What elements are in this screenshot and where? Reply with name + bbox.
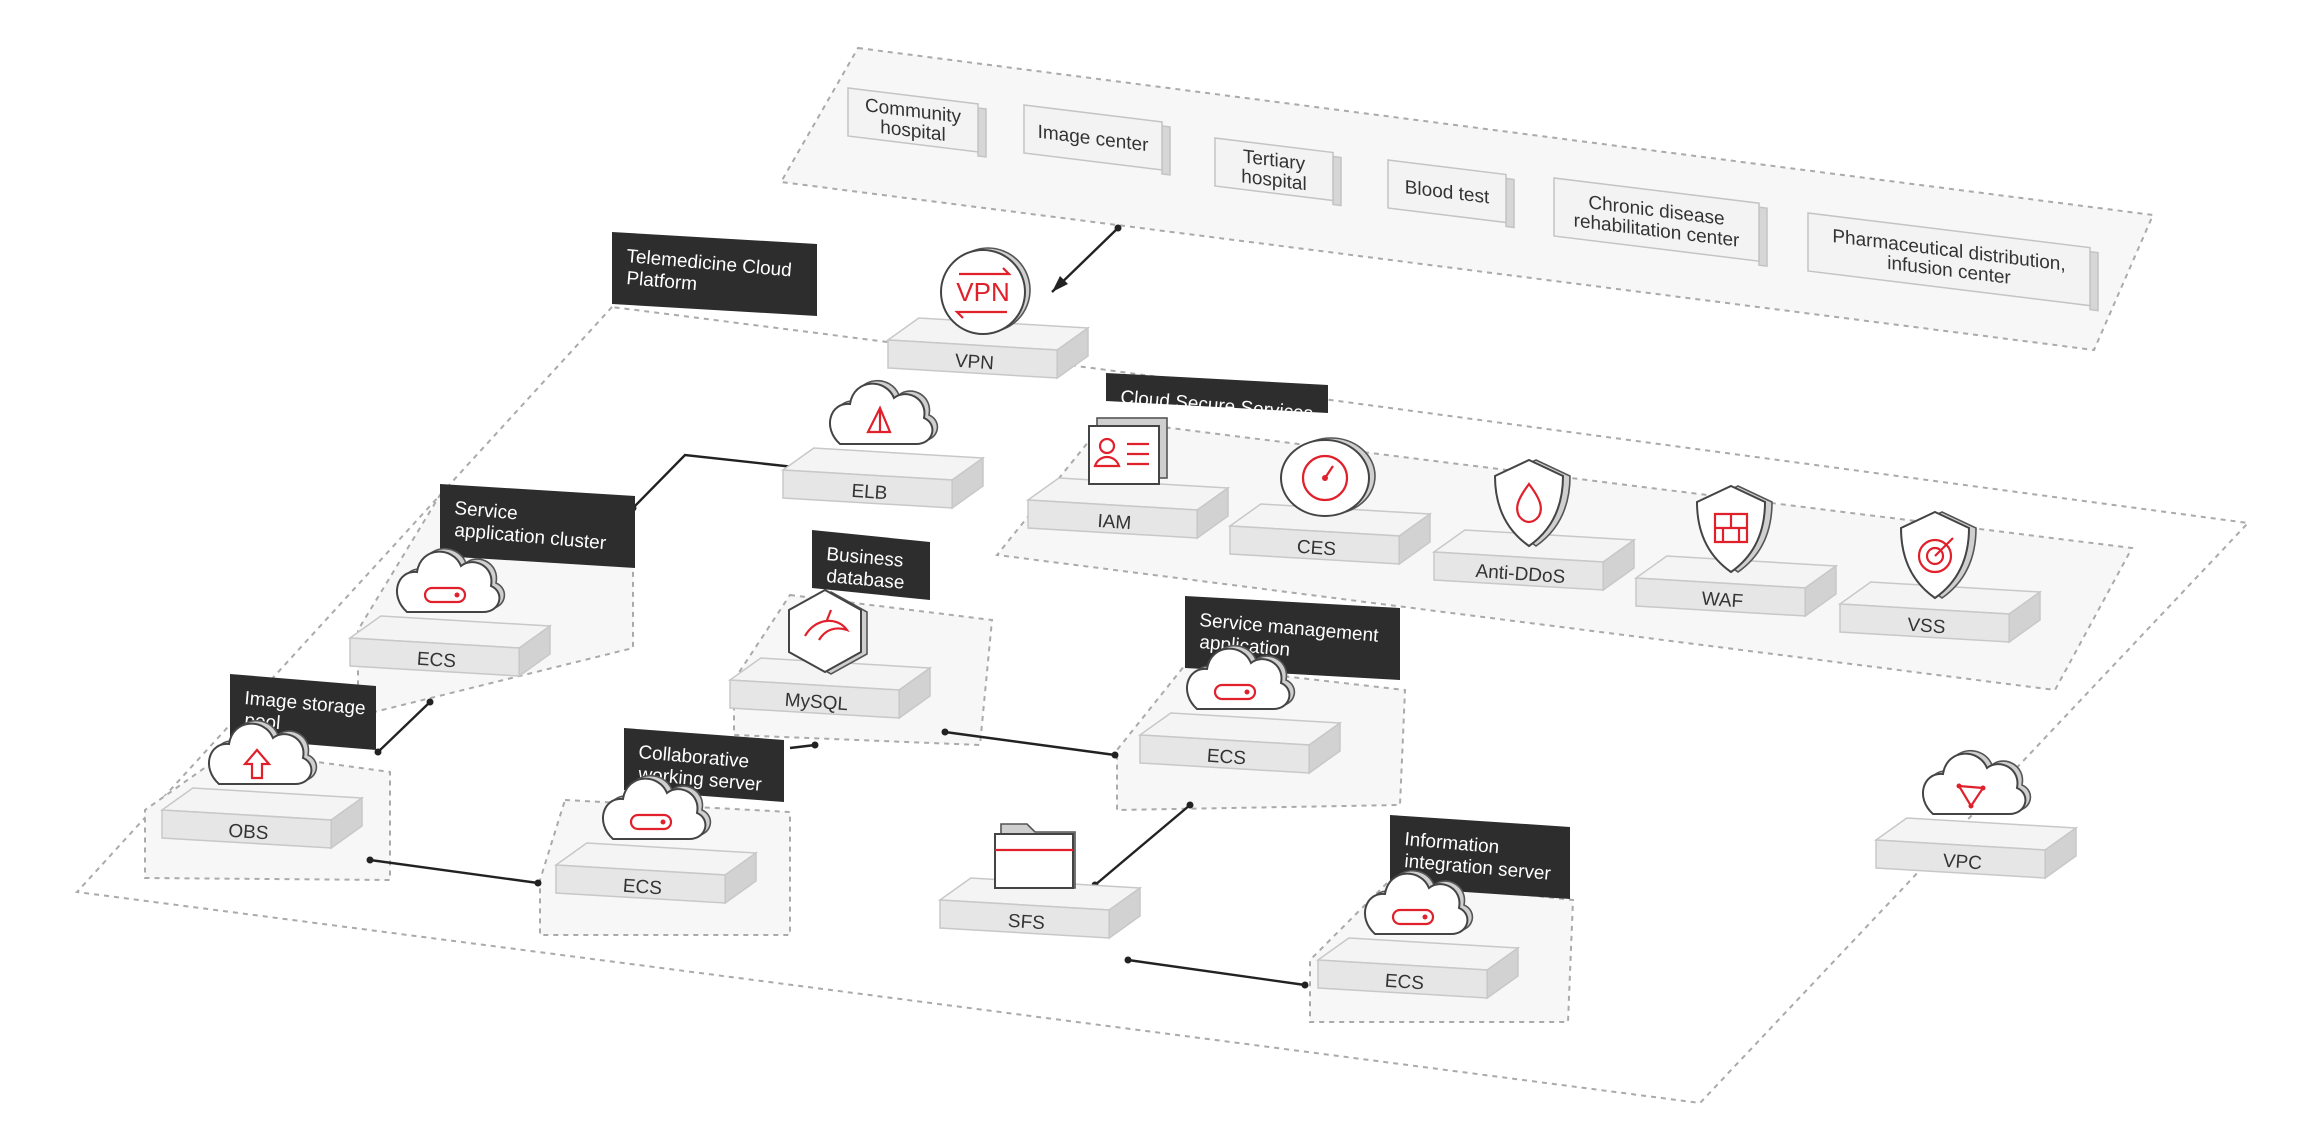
- upload-cloud-icon: [208, 719, 318, 785]
- nodes-layer: VPN VPN ELB ECS MySQL OBS ECS ECS SFS ECS VPC IAM CE…: [159, 247, 2079, 1000]
- site-tile: Blood test: [1387, 159, 1515, 229]
- vpc-cloud-icon: [1922, 749, 2032, 815]
- iam-label: IAM: [1097, 511, 1132, 534]
- ecs_collab-label: ECS: [622, 876, 662, 900]
- vpc-label: VPC: [1942, 851, 1982, 875]
- waf-label: WAF: [1701, 589, 1744, 613]
- vss-label: VSS: [1907, 615, 1946, 639]
- ecs_info-node: ECS: [1315, 869, 1521, 1000]
- server-cloud-icon: [602, 774, 712, 840]
- ecs_cluster-node: ECS: [347, 547, 553, 678]
- site-tile: Pharmaceutical distribution,infusion cen…: [1807, 212, 2099, 312]
- gauge-icon: [1280, 437, 1376, 517]
- server-cloud-icon: [1186, 644, 1296, 710]
- obs-node: OBS: [159, 719, 365, 850]
- waf-node: WAF: [1633, 484, 1839, 618]
- ces-label: CES: [1296, 537, 1336, 561]
- ecs_cluster-label: ECS: [416, 649, 456, 673]
- vpn-node: VPN VPN: [885, 247, 1091, 380]
- folder-icon: [994, 823, 1076, 889]
- secure-services-label: Cloud Secure Services: [1106, 373, 1328, 425]
- ecs_collab-node: ECS: [553, 774, 759, 905]
- obs-label: OBS: [228, 821, 269, 845]
- shield-target-icon: [1899, 510, 1977, 600]
- elb-node: ELB: [780, 379, 986, 510]
- anti_ddos-node: Anti-DDoS: [1431, 458, 1637, 592]
- shield-drop-icon: [1493, 458, 1571, 548]
- mysql-label: MySQL: [784, 690, 849, 715]
- vpc-node: VPC: [1873, 749, 2079, 880]
- vpn-icon: VPN: [940, 247, 1031, 335]
- triangle-cloud-icon: [829, 379, 939, 445]
- ecs_mgmt-node: ECS: [1137, 644, 1343, 775]
- elb-label: ELB: [851, 481, 888, 504]
- vpn-label: VPN: [954, 351, 994, 375]
- server-cloud-icon: [396, 547, 506, 613]
- iam-node: IAM: [1025, 417, 1231, 540]
- id-card-icon: [1088, 417, 1168, 485]
- server-cloud-icon: [1364, 869, 1474, 935]
- shield-wall-icon: [1695, 484, 1773, 574]
- ecs_info-label: ECS: [1384, 971, 1424, 995]
- vss-node: VSS: [1837, 510, 2043, 644]
- sfs-label: SFS: [1007, 911, 1045, 935]
- vpn-icon-text: VPN: [956, 277, 1009, 307]
- dolphin-icon: [788, 588, 868, 675]
- ces-node: CES: [1227, 437, 1433, 566]
- connectors: [366, 224, 1399, 989]
- sfs-node: SFS: [937, 823, 1143, 940]
- ecs_mgmt-label: ECS: [1206, 746, 1246, 770]
- site-tile: Image center: [1023, 104, 1171, 176]
- mysql-node: MySQL: [727, 588, 933, 720]
